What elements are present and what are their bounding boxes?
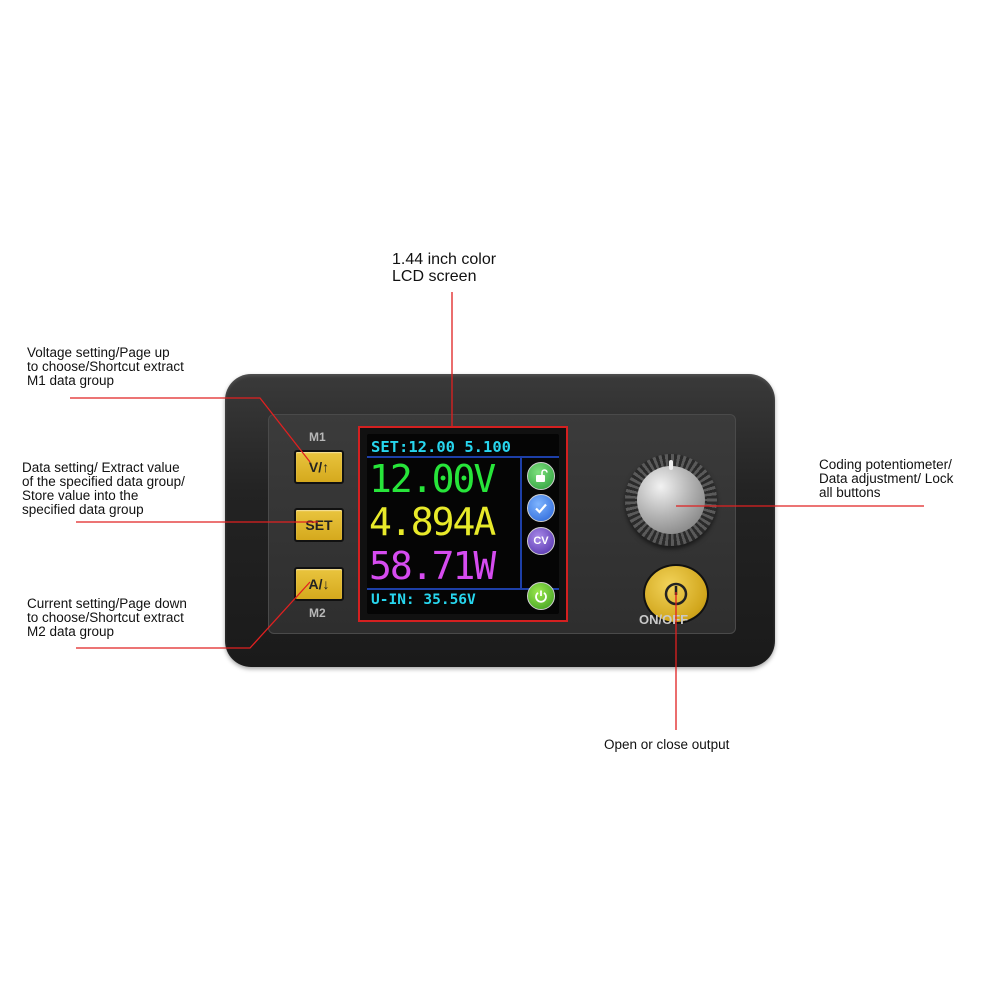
onoff-callout: Open or close output [604, 738, 729, 752]
current-down-callout-line-3: M2 data group [27, 624, 115, 639]
lcd-set-line: SET:12.00 5.100 [371, 438, 511, 456]
onoff-label: ON/OFF [639, 612, 689, 627]
voltage-up-callout-line-2: to choose/Shortcut extract [27, 359, 184, 374]
knob-cap [637, 466, 705, 534]
set-callout-line-2: of the specified data group/ [22, 474, 185, 489]
lcd-current: 4.894A [369, 500, 496, 544]
voltage-up-callout-line-1: Voltage setting/Page up [27, 345, 170, 360]
voltage-up-callout-line-3: M1 data group [27, 373, 115, 388]
lcd-callout-line-1: 1.44 inch color [392, 251, 497, 268]
power-button-icon [664, 582, 688, 606]
lcd-rule-top [367, 456, 559, 458]
set-callout-line-4: specified data group [22, 502, 144, 517]
check-icon [527, 494, 555, 522]
onoff-callout-line-1: Open or close output [604, 737, 730, 752]
knob-callout-line-1: Coding potentiometer/ [819, 457, 952, 472]
m1-label: M1 [309, 430, 326, 444]
knob-callout-line-3: all buttons [819, 485, 881, 500]
voltage-up-callout: Voltage setting/Page up to choose/Shortc… [27, 346, 184, 388]
lcd-callout-line-2: LCD screen [392, 268, 477, 285]
lcd-voltage: 12.00V [369, 457, 496, 501]
set-callout-line-1: Data setting/ Extract value [22, 460, 180, 475]
set-callout-line-3: Store value into the [22, 488, 139, 503]
lcd-screen: SET:12.00 5.100 12.00V 4.894A 58.71W U-I… [367, 434, 559, 614]
m2-label: M2 [309, 606, 326, 620]
lcd-callout: 1.44 inch color LCD screen [392, 251, 496, 285]
power-icon [527, 582, 555, 610]
current-down-callout-line-2: to choose/Shortcut extract [27, 610, 184, 625]
current-down-callout-line-1: Current setting/Page down [27, 596, 187, 611]
lcd-input-voltage: U-IN: 35.56V [371, 592, 476, 608]
lcd-bezel: SET:12.00 5.100 12.00V 4.894A 58.71W U-I… [358, 426, 568, 622]
set-button[interactable]: SET [294, 508, 344, 542]
lcd-rule-bottom [367, 588, 559, 590]
voltage-up-button[interactable]: V/↑ [294, 450, 344, 484]
current-down-button[interactable]: A/↓ [294, 567, 344, 601]
lcd-power: 58.71W [369, 544, 496, 588]
knob-callout: Coding potentiometer/ Data adjustment/ L… [819, 458, 953, 500]
knob-icon[interactable] [625, 454, 717, 546]
knob-marker [669, 460, 673, 470]
lock-open-icon [527, 462, 555, 490]
lcd-rule-vertical [520, 456, 522, 590]
set-callout: Data setting/ Extract value of the speci… [22, 461, 185, 517]
current-down-callout: Current setting/Page down to choose/Shor… [27, 597, 187, 639]
power-supply-module: M1 V/↑ SET A/↓ M2 SET:12.00 5.100 12.00V… [225, 374, 775, 667]
knob-callout-line-2: Data adjustment/ Lock [819, 471, 954, 486]
cv-icon: CV [527, 527, 555, 555]
